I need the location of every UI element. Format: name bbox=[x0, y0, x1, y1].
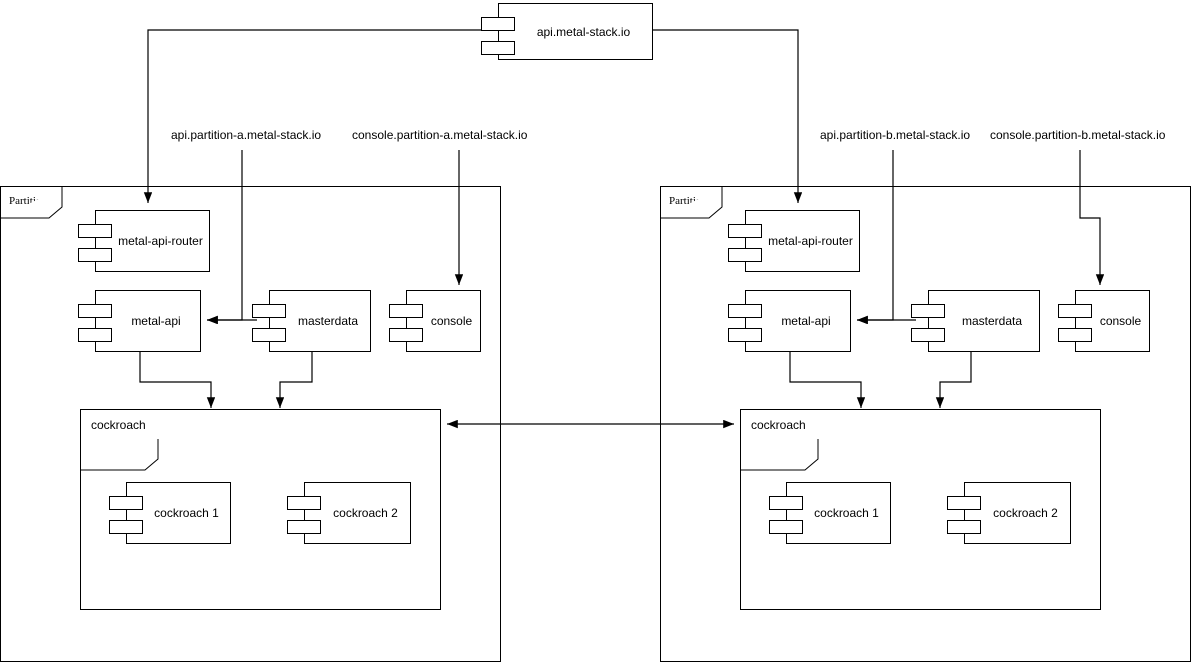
component-body: masterdata bbox=[928, 290, 1040, 352]
partition-b-tab-edge bbox=[661, 187, 723, 219]
component-lug-bottom bbox=[389, 328, 423, 342]
component-body: cockroach 1 bbox=[786, 482, 891, 544]
group-cockroach-a-tab: cockroach bbox=[80, 409, 159, 471]
component-masterdata-b[interactable]: masterdata bbox=[911, 290, 1040, 352]
component-body: metal-api bbox=[95, 290, 201, 352]
component-lug-bottom bbox=[78, 328, 112, 342]
component-lug-top bbox=[728, 304, 762, 318]
component-label: metal-api-router bbox=[768, 234, 853, 248]
component-lug-bottom bbox=[1058, 328, 1092, 342]
component-label: cockroach 1 bbox=[154, 506, 219, 520]
component-lug-bottom bbox=[287, 520, 321, 534]
edge-label-api-partition-a: api.partition-a.metal-stack.io bbox=[171, 128, 322, 142]
component-cockroach-1-b[interactable]: cockroach 1 bbox=[769, 482, 891, 544]
component-label: masterdata bbox=[961, 314, 1023, 328]
component-lug-bottom bbox=[769, 520, 803, 534]
component-body: console bbox=[406, 290, 481, 352]
partition-b-label: Partition B bbox=[669, 195, 717, 207]
component-lug-bottom bbox=[78, 248, 112, 262]
component-lug-top bbox=[911, 304, 945, 318]
component-metal-api-router-b[interactable]: metal-api-router bbox=[728, 210, 860, 272]
component-body: api.metal-stack.io bbox=[498, 3, 653, 60]
component-lug-top bbox=[769, 496, 803, 510]
component-body: console bbox=[1075, 290, 1150, 352]
group-cockroach-b[interactable]: cockroach cockroach 1 cockroach 2 bbox=[740, 409, 1101, 610]
group-cockroach-a[interactable]: cockroach cockroach 1 cockroach 2 bbox=[80, 409, 441, 610]
component-metal-api-router-a[interactable]: metal-api-router bbox=[78, 210, 210, 272]
component-label: api.metal-stack.io bbox=[536, 24, 631, 39]
component-label: metal-api bbox=[781, 314, 831, 328]
component-lug-top bbox=[947, 496, 981, 510]
component-lug-bottom bbox=[947, 520, 981, 534]
component-metal-api-a[interactable]: metal-api bbox=[78, 290, 201, 352]
component-label: metal-api-router bbox=[118, 234, 203, 248]
edge-root-to-router-b bbox=[653, 29, 803, 203]
component-metal-api-b[interactable]: metal-api bbox=[728, 290, 851, 352]
component-label: cockroach 1 bbox=[814, 506, 879, 520]
component-lug-bottom bbox=[252, 328, 286, 342]
component-console-b[interactable]: console bbox=[1058, 290, 1150, 352]
component-body: metal-api-router bbox=[95, 210, 210, 272]
component-lug-bottom bbox=[728, 248, 762, 262]
group-cockroach-a-tab-edge bbox=[81, 439, 159, 471]
component-lug-bottom bbox=[728, 328, 762, 342]
component-lug-top bbox=[287, 496, 321, 510]
component-label: console bbox=[1099, 314, 1142, 328]
component-label: cockroach 2 bbox=[993, 506, 1058, 520]
component-body: metal-api bbox=[745, 290, 851, 352]
component-cockroach-2-b[interactable]: cockroach 2 bbox=[947, 482, 1071, 544]
component-masterdata-a[interactable]: masterdata bbox=[252, 290, 371, 352]
component-lug-top bbox=[481, 17, 515, 31]
group-cockroach-b-label: cockroach bbox=[751, 417, 806, 432]
partition-a-tab-edge bbox=[1, 187, 63, 219]
partition-a-label: Partition A bbox=[9, 195, 57, 207]
component-lug-bottom bbox=[911, 328, 945, 342]
component-console-a[interactable]: console bbox=[389, 290, 481, 352]
component-body: cockroach 2 bbox=[964, 482, 1071, 544]
group-cockroach-b-tab: cockroach bbox=[740, 409, 819, 471]
component-cockroach-2-a[interactable]: cockroach 2 bbox=[287, 482, 411, 544]
component-label: cockroach 2 bbox=[333, 506, 398, 520]
component-body: masterdata bbox=[269, 290, 371, 352]
component-lug-bottom bbox=[109, 520, 143, 534]
partition-a-tab: Partition A bbox=[0, 186, 63, 219]
component-label: console bbox=[430, 314, 473, 328]
component-lug-top bbox=[109, 496, 143, 510]
component-lug-top bbox=[389, 304, 423, 318]
component-body: cockroach 1 bbox=[126, 482, 231, 544]
group-cockroach-a-label: cockroach bbox=[91, 417, 146, 432]
edge-label-console-partition-a: console.partition-a.metal-stack.io bbox=[352, 128, 528, 142]
component-lug-top bbox=[252, 304, 286, 318]
component-lug-top bbox=[1058, 304, 1092, 318]
component-lug-top bbox=[78, 224, 112, 238]
component-api-metal-stack-io[interactable]: api.metal-stack.io bbox=[481, 3, 653, 60]
partition-b-tab: Partition B bbox=[660, 186, 723, 219]
partition-a-frame[interactable]: Partition A bbox=[0, 186, 501, 662]
edge-label-api-partition-b: api.partition-b.metal-stack.io bbox=[820, 128, 971, 142]
edge-label-console-partition-b: console.partition-b.metal-stack.io bbox=[990, 128, 1166, 142]
component-lug-top bbox=[728, 224, 762, 238]
component-lug-bottom bbox=[481, 41, 515, 55]
component-body: metal-api-router bbox=[745, 210, 860, 272]
component-label: metal-api bbox=[131, 314, 181, 328]
component-lug-top bbox=[78, 304, 112, 318]
component-body: cockroach 2 bbox=[304, 482, 411, 544]
component-cockroach-1-a[interactable]: cockroach 1 bbox=[109, 482, 231, 544]
edge-root-to-router-a bbox=[143, 29, 481, 203]
component-label: masterdata bbox=[297, 314, 359, 328]
group-cockroach-b-tab-edge bbox=[741, 439, 819, 471]
